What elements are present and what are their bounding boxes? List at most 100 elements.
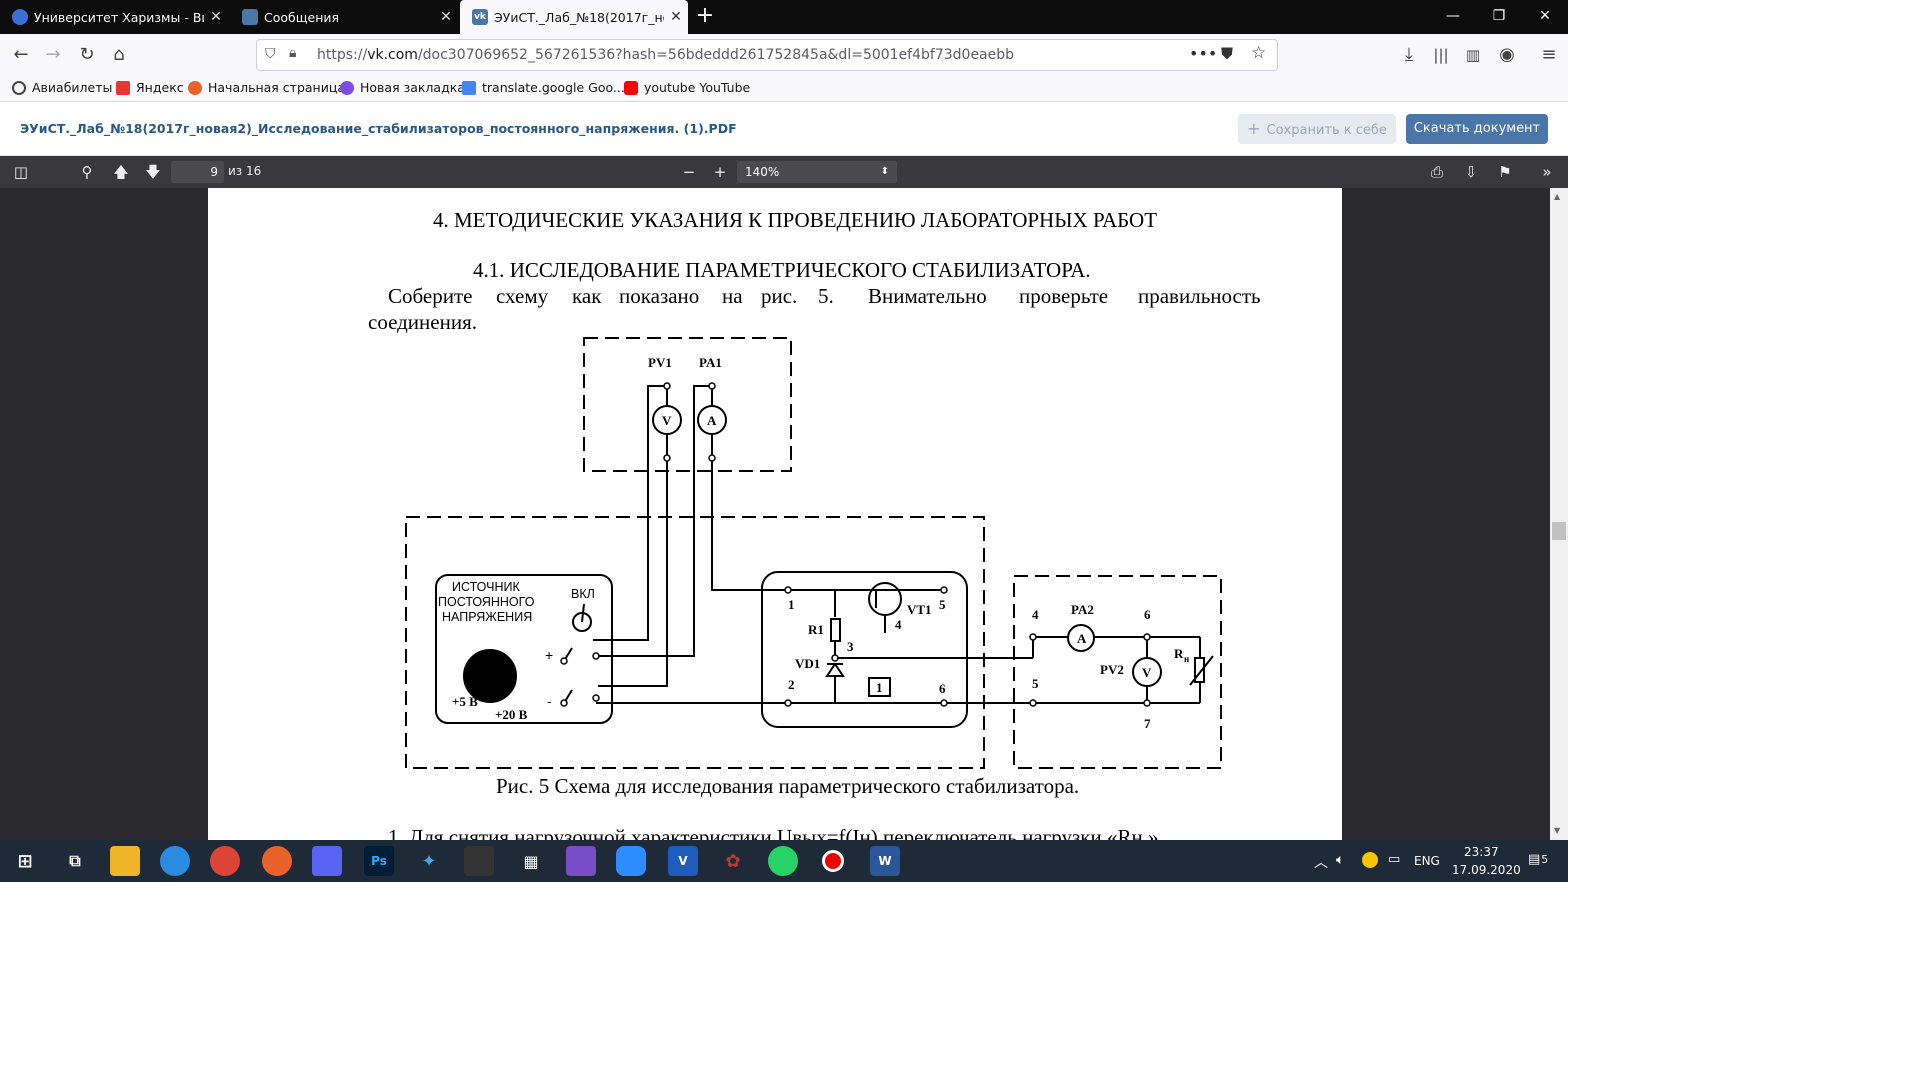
visio-icon[interactable]: V — [668, 846, 698, 876]
svg-text:VT1: VT1 — [907, 602, 932, 617]
new-tab-button[interactable]: + — [695, 3, 715, 28]
file-explorer-icon[interactable] — [110, 846, 140, 876]
plus-icon: + — [1247, 119, 1261, 138]
lock-icon[interactable]: 🔒︎ — [289, 45, 297, 61]
more-actions-icon[interactable]: ••• — [1189, 44, 1218, 63]
bookmark-icon[interactable]: ⚑ — [1498, 163, 1512, 181]
save-to-self-button[interactable]: +Сохранить к себе — [1238, 114, 1396, 144]
shield-icon[interactable]: ⛉ — [265, 46, 276, 62]
task-view-icon[interactable]: ⧉ — [69, 851, 81, 870]
zoom-icon[interactable] — [616, 846, 646, 876]
svg-text:5: 5 — [939, 597, 946, 612]
paint-icon[interactable]: ✿ — [725, 850, 741, 872]
tab-university[interactable]: Университет Харизмы - Видео ✕ — [0, 0, 228, 34]
menu-icon[interactable]: ≡ — [1541, 44, 1557, 65]
zoom-out-icon[interactable]: − — [682, 163, 696, 181]
close-tab-icon[interactable]: ✕ — [670, 9, 682, 25]
discord-icon[interactable] — [312, 846, 342, 876]
bookmark-star-icon[interactable]: ☆ — [1251, 43, 1267, 63]
svg-text:PV1: PV1 — [648, 355, 672, 370]
svg-text:PA1: PA1 — [699, 355, 722, 370]
source-labels: ИСТОЧНИК ПОСТОЯННОГО НАПРЯЖЕНИЯ ВКЛ + - — [438, 580, 595, 709]
sidebar-icon[interactable]: ▥ — [1465, 46, 1481, 64]
svg-text:V: V — [1142, 665, 1152, 680]
close-tab-icon[interactable]: ✕ — [210, 9, 222, 25]
network-icon[interactable] — [1362, 852, 1378, 868]
close-tab-icon[interactable]: ✕ — [440, 9, 452, 25]
whatsapp-icon[interactable] — [768, 846, 798, 876]
bookmark-item[interactable]: youtube YouTube — [624, 80, 750, 95]
windows-taskbar: ⊞ ⧉ Ps ✦ ▦ V ✿ W ︿ 🔈︎ ▭ ENG 23:37 17.09.… — [0, 840, 1568, 882]
tray-expand-icon[interactable]: ︿ — [1314, 855, 1328, 871]
svg-text:5.: 5. — [818, 284, 834, 308]
scroll-down-icon[interactable]: ▼ — [1554, 826, 1561, 835]
minimize-button[interactable]: — — [1446, 8, 1460, 24]
svg-text:правильность: правильность — [1138, 284, 1261, 308]
toggle-sidebar-icon[interactable]: ◫ — [13, 163, 29, 181]
scrollbar-thumb[interactable] — [1552, 522, 1566, 540]
account-icon[interactable]: ◉ — [1499, 44, 1515, 65]
back-button[interactable]: ← — [13, 44, 29, 65]
edge-icon[interactable] — [160, 846, 190, 876]
chevron-updown-icon: ⬍ — [880, 166, 889, 177]
clock-time[interactable]: 23:37 — [1464, 845, 1499, 859]
vertical-scrollbar[interactable]: ▲ ▼ — [1550, 188, 1568, 840]
windows-start-icon[interactable]: ⊞ — [17, 850, 33, 872]
pdf-viewer[interactable]: 4. МЕТОДИЧЕСКИЕ УКАЗАНИЯ К ПРОВЕДЕНИЮ ЛА… — [0, 188, 1568, 840]
svg-text:-: - — [547, 693, 552, 709]
svg-text:1: 1 — [788, 597, 795, 612]
bookmark-item[interactable]: translate.google Goo... — [462, 80, 625, 95]
record-icon[interactable] — [818, 846, 848, 876]
address-bar[interactable]: ⛉ 🔒︎ https://vk.com/doc307069652_5672615… — [256, 39, 1278, 71]
document-title: ЭУиСТ._Лаб_№18(2017г_новая2)_Исследовани… — [20, 121, 737, 136]
svg-text:5: 5 — [1032, 676, 1039, 691]
search-icon[interactable]: ⚲ — [81, 163, 93, 181]
tools-chevron-icon[interactable]: » — [1542, 163, 1552, 181]
bookmark-item[interactable]: Яндекс — [116, 80, 184, 95]
page-number-input[interactable]: 9 — [171, 161, 224, 183]
svg-text:НАПРЯЖЕНИЯ: НАПРЯЖЕНИЯ — [442, 610, 532, 624]
zoom-select[interactable]: 140%⬍ — [737, 161, 897, 183]
forward-button[interactable]: → — [45, 44, 61, 65]
download-document-button[interactable]: Скачать документ — [1406, 114, 1548, 144]
bookmark-item[interactable]: Авиабилеты — [12, 80, 112, 95]
svg-text:V: V — [662, 413, 672, 428]
svg-text:R1: R1 — [808, 622, 824, 637]
page-canvas: 4. МЕТОДИЧЕСКИЕ УКАЗАНИЯ К ПРОВЕДЕНИЮ ЛА… — [368, 208, 1261, 840]
figma-icon[interactable] — [464, 846, 494, 876]
word-icon[interactable]: W — [870, 846, 900, 876]
media-player-icon[interactable]: ▦ — [523, 851, 539, 871]
tab-messages[interactable]: Сообщения ✕ — [230, 0, 458, 34]
downloads-icon[interactable]: ⤓ — [1405, 44, 1413, 65]
visual-studio-icon[interactable] — [566, 846, 596, 876]
next-page-icon[interactable]: 🡇 — [145, 163, 161, 181]
globe-icon — [12, 80, 26, 95]
svg-text:н: н — [1184, 654, 1189, 664]
home-button[interactable]: ⌂ — [113, 44, 125, 65]
close-window-button[interactable]: ✕ — [1539, 8, 1551, 24]
svg-text:как: как — [572, 284, 602, 308]
photoshop-icon[interactable]: Ps — [364, 846, 394, 876]
zoom-in-icon[interactable]: + — [713, 163, 727, 181]
page-count: из 16 — [228, 164, 262, 178]
firefox-icon[interactable] — [262, 846, 292, 876]
svg-text:Соберите: Соберите — [388, 284, 472, 308]
previous-page-icon[interactable]: 🡅 — [113, 163, 129, 181]
notifications-icon[interactable]: ▤5 — [1528, 852, 1549, 867]
app-icon[interactable]: ✦ — [421, 850, 437, 872]
library-icon[interactable]: ||| — [1433, 46, 1449, 64]
pocket-icon[interactable]: ⛊ — [1221, 44, 1234, 63]
reload-button[interactable]: ↻ — [79, 44, 95, 65]
scroll-up-icon[interactable]: ▲ — [1554, 192, 1561, 201]
bookmark-item[interactable]: Новая закладка — [340, 80, 465, 95]
restore-button[interactable]: ❐ — [1492, 8, 1506, 24]
clock-date[interactable]: 17.09.2020 — [1452, 863, 1521, 877]
language-indicator[interactable]: ENG — [1414, 854, 1440, 868]
chrome-icon[interactable] — [210, 846, 240, 876]
tab-document[interactable]: vk ЭУиСТ._Лаб_№18(2017г_новая2) ✕ — [460, 0, 688, 34]
volume-icon[interactable]: 🔈︎ — [1336, 852, 1345, 868]
save-icon[interactable]: ⇩ — [1464, 163, 1478, 181]
display-icon[interactable]: ▭ — [1388, 852, 1401, 867]
print-icon[interactable]: ⎙ — [1430, 163, 1443, 181]
bookmark-item[interactable]: Начальная страница — [188, 80, 345, 95]
